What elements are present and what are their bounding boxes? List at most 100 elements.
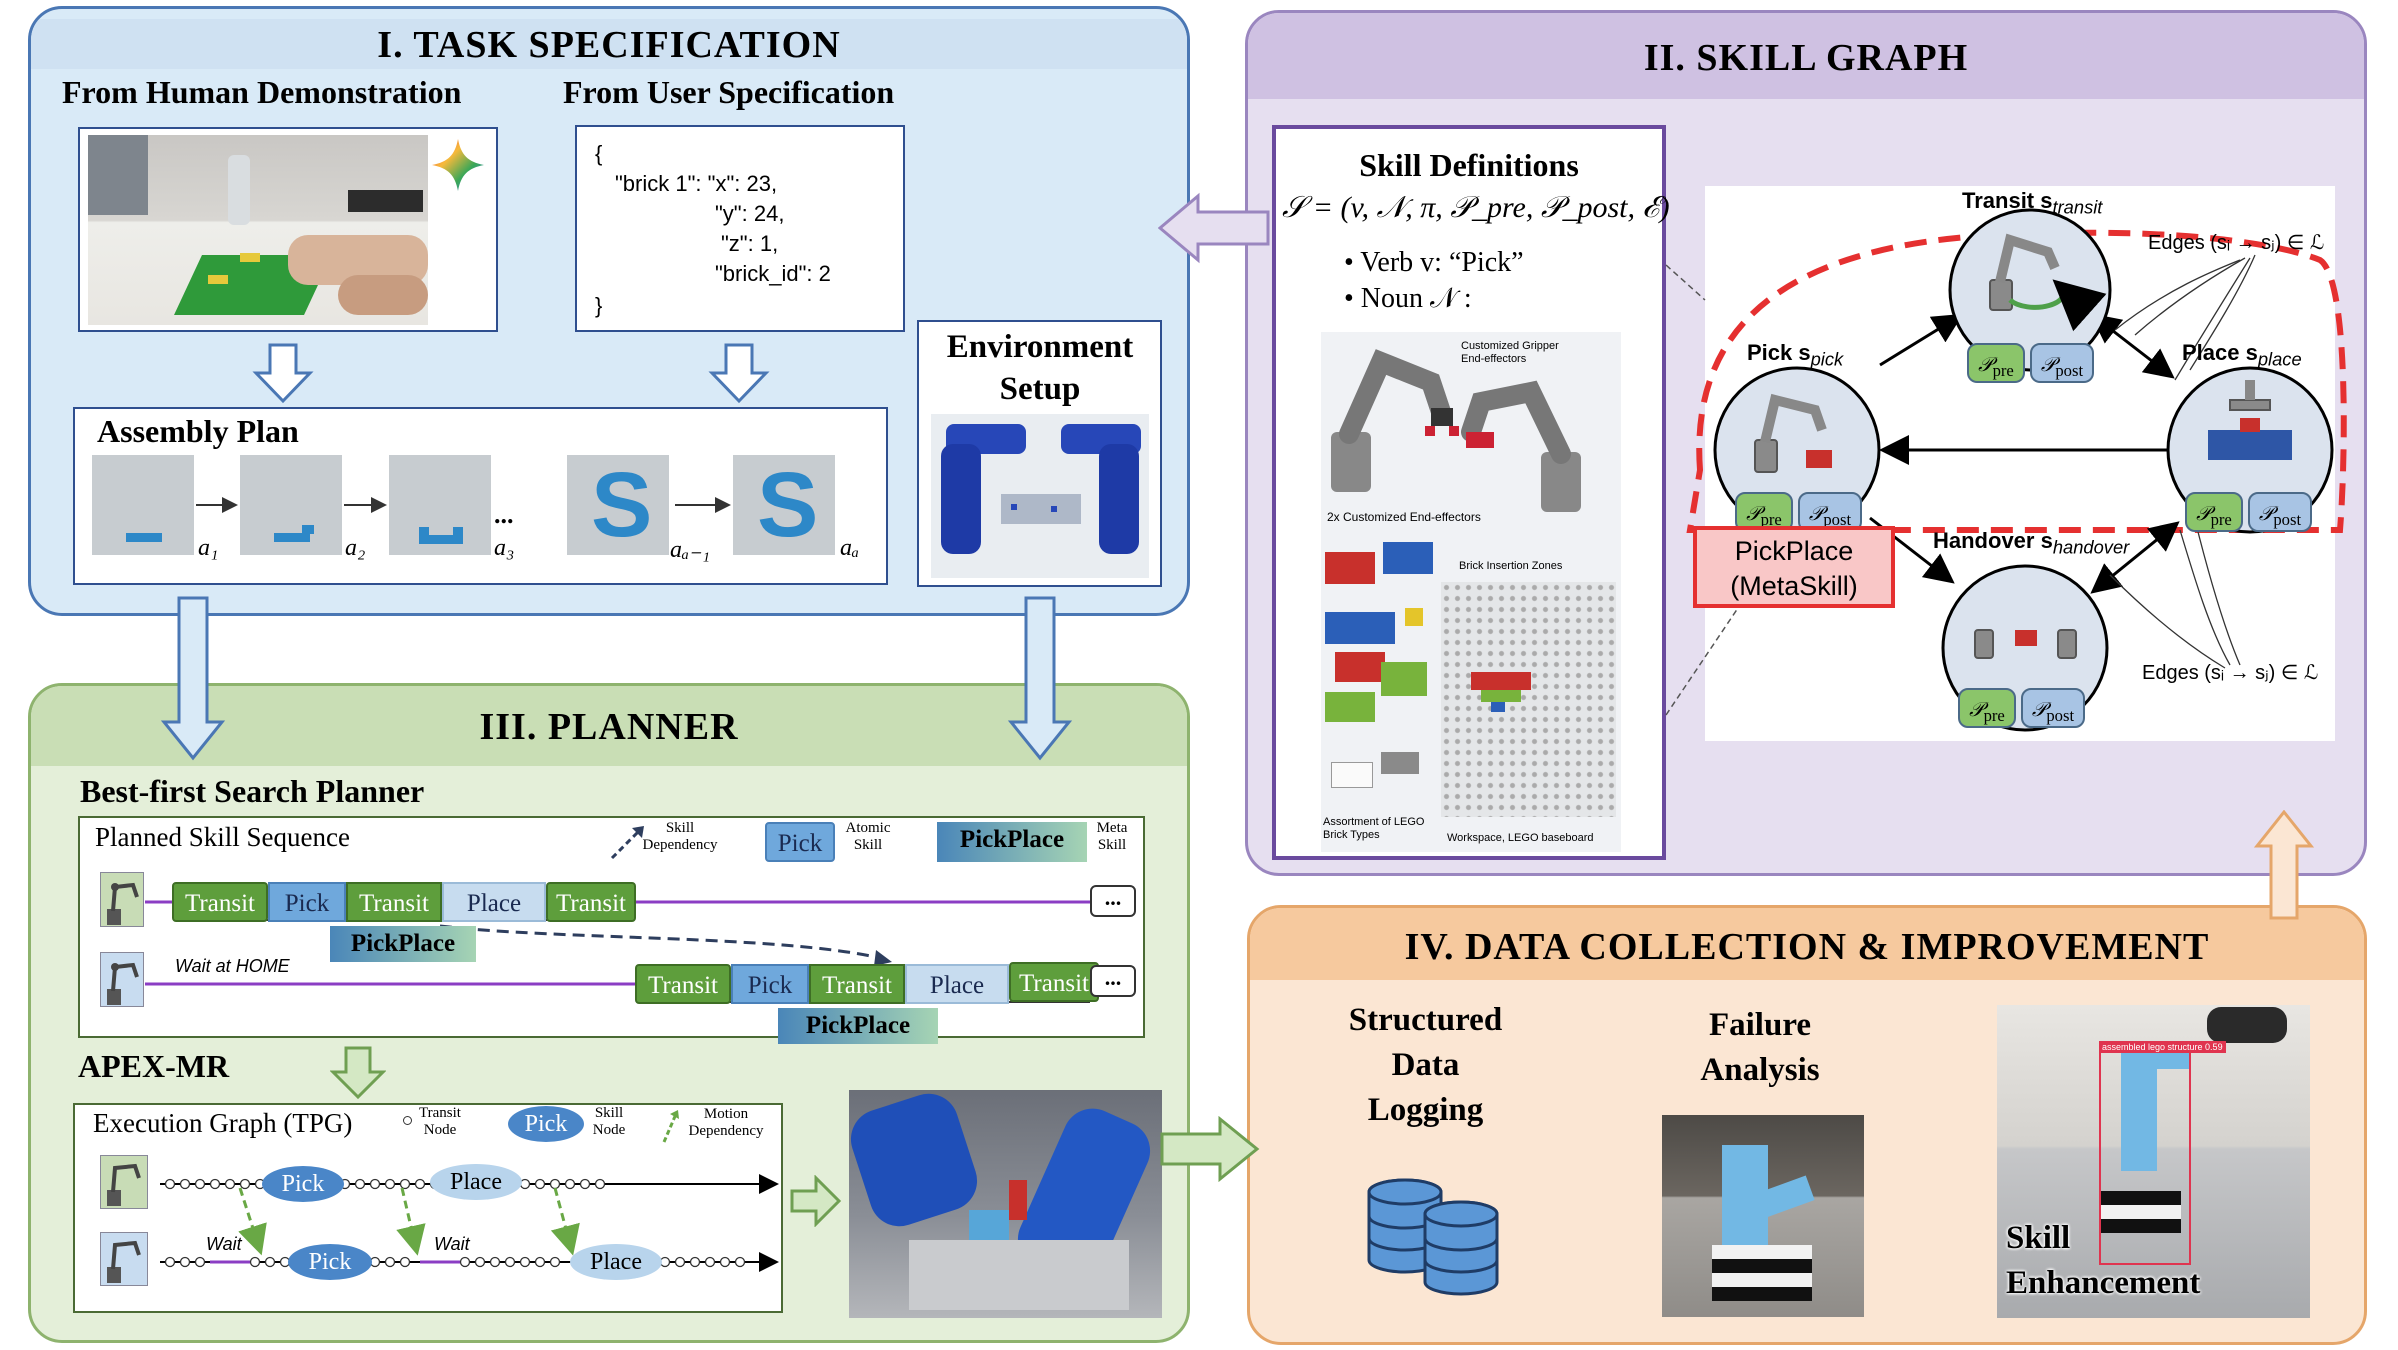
p-pre-badge: 𝒫pre <box>1958 688 2016 728</box>
p-pre-badge: 𝒫pre <box>1735 492 1793 532</box>
end-effectors-label: 2x Customized End-effectors <box>1327 510 1481 524</box>
tpg-pick-node: Pick <box>262 1166 344 1202</box>
metaskill-type: (MetaSkill) <box>1730 571 1858 601</box>
robot-arm-icon <box>100 1232 148 1286</box>
metaskill-name: PickPlace <box>1734 536 1854 566</box>
detection-label: assembled lego structure 0.59 <box>2099 1041 2226 1053</box>
edges-label-bottom: Edges (sᵢ → sⱼ) ∈ ℒ <box>2142 662 2319 684</box>
database-icon <box>1367 1178 1499 1296</box>
human-demo-frame <box>78 127 498 332</box>
real-robot-photo <box>849 1090 1162 1318</box>
from-user-label: From User Specification <box>563 74 895 110</box>
plan-label: aₐ₋₁ <box>670 537 711 563</box>
more-skills-button[interactable]: ... <box>1090 885 1136 917</box>
right-arrow-icon <box>790 1175 842 1227</box>
legend-skill-dependency: Skill Dependency <box>642 820 718 853</box>
environment-setup-box: Environment Setup <box>917 320 1162 587</box>
verb-line: • Verb v: “Pick” <box>1344 247 1524 278</box>
p-post-badge: 𝒫post <box>2021 688 2085 728</box>
human-demo-photo <box>88 135 428 325</box>
place-node-label: Place splace <box>2182 340 2302 370</box>
json-line: "z": 1, <box>721 231 779 256</box>
wait-label: Wait <box>434 1234 470 1254</box>
assembly-plan-title: Assembly Plan <box>97 413 299 449</box>
brick-zones-label: Brick Insertion Zones <box>1459 560 1563 572</box>
json-line: "brick_id": 2 <box>715 261 831 286</box>
tpg-diagram <box>160 1174 779 1272</box>
gripper-label: Customized Gripper End-effectors <box>1461 340 1559 365</box>
right-arrow-icon <box>1160 1116 1260 1182</box>
plan-ellipsis: ... <box>494 500 514 529</box>
tpg-legend-pick: Pick <box>508 1106 584 1142</box>
p-post-badge: 𝒫post <box>2030 343 2094 383</box>
robot-arm-icon <box>100 1155 148 1209</box>
json-line: { <box>595 141 603 166</box>
bfs-planner-title: Best-first Search Planner <box>80 773 425 809</box>
wait-label: Wait <box>206 1234 242 1254</box>
robot-arm-icon <box>100 872 144 927</box>
p-post-badge: 𝒫post <box>1798 492 1862 532</box>
p-pre-badge: 𝒫pre <box>1967 343 2025 383</box>
tpg-legend-transit: Transit Node <box>419 1105 461 1138</box>
failure-photo <box>1662 1115 1864 1317</box>
skill-formula: 𝒮 = (v, 𝒩, π, 𝒫_pre, 𝒫_post, ℰ) <box>1282 191 1670 224</box>
gemini-logo-icon <box>432 139 484 191</box>
user-spec-json-box: { "brick 1": "x": 23, "y": 24, "z": 1, "… <box>575 125 905 332</box>
down-arrow-icon <box>708 343 770 404</box>
skill-chip-transit: Transit <box>809 964 905 1004</box>
skill-graph-title: II. SKILL GRAPH <box>1248 13 2364 99</box>
skill-definitions-box: Skill Definitions 𝒮 = (v, 𝒩, π, 𝒫_pre, 𝒫… <box>1272 125 1670 860</box>
plan-label: a₂ <box>345 535 366 561</box>
tpg-legend-motion: Motion Dependency <box>688 1106 764 1139</box>
plan-step-image <box>389 455 491 555</box>
pickplace-meta-chip: PickPlace <box>778 1008 938 1044</box>
transit-node-label: Transit stransit <box>1962 188 2103 218</box>
skill-chip-pick: Pick <box>268 882 346 922</box>
left-arrow-icon <box>1158 192 1270 264</box>
tpg-place-node: Place <box>570 1244 662 1280</box>
down-arrow-icon <box>160 596 226 761</box>
skill-chip-transit: Transit <box>635 964 731 1004</box>
tpg-pick-node: Pick <box>288 1244 372 1280</box>
plan-step-image: S <box>567 455 669 555</box>
down-arrow-icon <box>1007 596 1073 761</box>
exec-graph-title: Execution Graph (TPG) <box>93 1108 353 1138</box>
down-arrow-icon <box>330 1046 386 1100</box>
plan-step-image <box>92 455 194 555</box>
planned-seq-title: Planned Skill Sequence <box>95 822 350 852</box>
p-pre-badge: 𝒫pre <box>2185 492 2243 532</box>
pickplace-meta-chip: PickPlace <box>330 926 476 962</box>
down-arrow-icon <box>252 343 314 404</box>
json-line: "y": 24, <box>715 201 785 226</box>
task-spec-title: I. TASK SPECIFICATION <box>31 19 1187 69</box>
up-arrow-icon <box>2253 810 2315 920</box>
skill-chip-pick: Pick <box>731 964 809 1004</box>
skill-chip-place: Place <box>442 882 546 922</box>
skill-chip-transit: Transit <box>346 882 442 922</box>
plan-label: aₐ <box>840 535 860 561</box>
plan-label: a₃ <box>494 535 515 561</box>
p-post-badge: 𝒫post <box>2248 492 2312 532</box>
more-skills-button[interactable]: ... <box>1090 965 1136 997</box>
data-collection-title: IV. DATA COLLECTION & IMPROVEMENT <box>1250 908 2364 980</box>
brick-types-label: Assortment of LEGO Brick Types <box>1323 816 1425 841</box>
plan-label: a₁ <box>198 535 219 561</box>
pick-node-label: Pick spick <box>1747 340 1844 370</box>
plan-arrows <box>196 497 731 513</box>
skill-chip-transit: Transit <box>1009 962 1099 1002</box>
environment-setup-title: Environment Setup <box>946 329 1134 407</box>
json-line: "brick 1": "x": 23, <box>615 171 778 196</box>
edges-label-top: Edges (sᵢ → sⱼ) ∈ ℒ <box>2148 232 2325 254</box>
transit-node-glyph <box>403 1116 412 1125</box>
plan-step-image <box>240 455 342 555</box>
environment-render <box>931 414 1149 578</box>
skill-chip-transit: Transit <box>546 882 636 922</box>
robot-arm-icon <box>100 952 144 1007</box>
handover-node-label: Handover shandover <box>1933 528 2130 558</box>
plan-step-image: S <box>733 455 835 555</box>
legend-pickplace-chip: PickPlace <box>937 822 1087 862</box>
workspace-label: Workspace, LEGO baseboard <box>1447 832 1594 844</box>
planner-title: III. PLANNER <box>31 686 1187 766</box>
motion-dependency-icon <box>662 1110 679 1143</box>
apex-mr-title: APEX-MR <box>78 1048 230 1084</box>
